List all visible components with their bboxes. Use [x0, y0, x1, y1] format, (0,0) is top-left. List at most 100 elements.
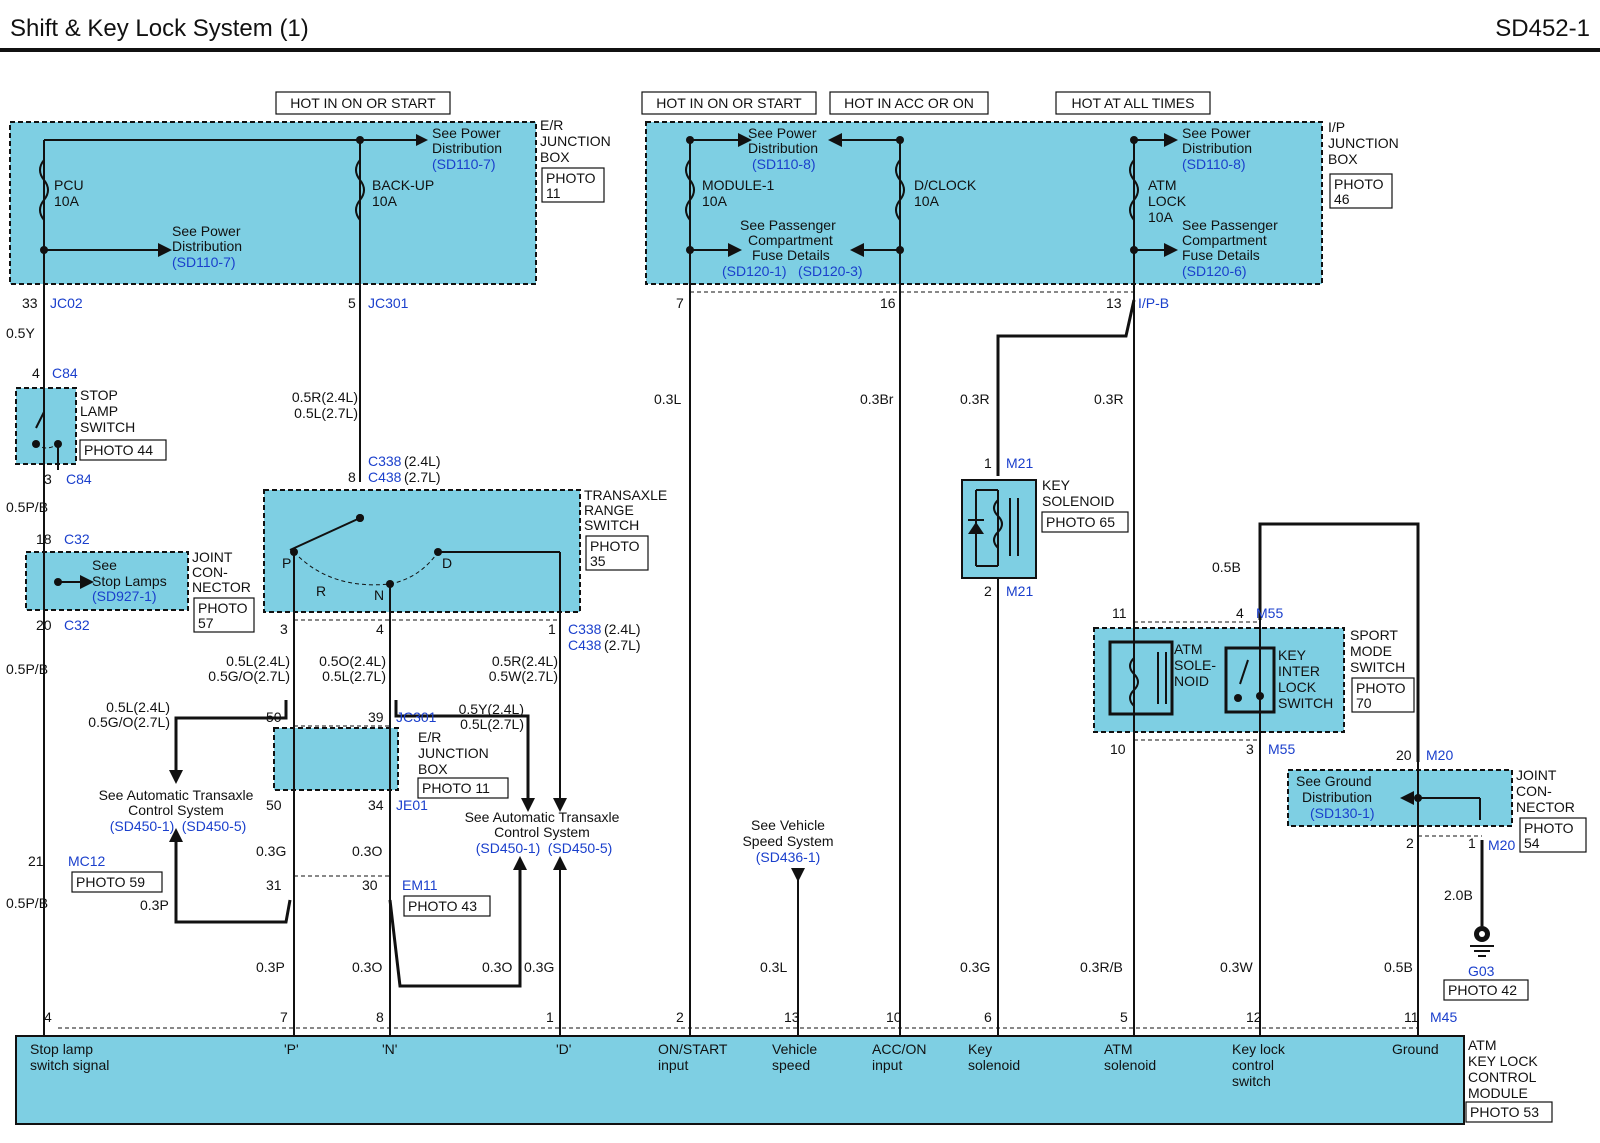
svg-text:0.5G/O(2.7L): 0.5G/O(2.7L) — [208, 668, 290, 684]
atm-lock-fuse-label: ATM — [1148, 177, 1177, 193]
connector-mc12: MC12 — [68, 853, 106, 869]
diagram-title: Shift & Key Lock System (1) — [10, 15, 309, 42]
er-box-photo: PHOTO — [546, 170, 596, 186]
svg-text:NOID: NOID — [1174, 673, 1209, 689]
er-junction-box — [9, 121, 537, 285]
svg-text:SWITCH: SWITCH — [80, 419, 135, 435]
svg-text:Compartment: Compartment — [1182, 232, 1267, 248]
svg-text:0.3P: 0.3P — [256, 959, 285, 975]
er-box-name: E/R — [540, 117, 563, 133]
svg-text:10A: 10A — [1148, 209, 1174, 225]
module-label-1-0: 'P' — [284, 1041, 299, 1057]
svg-text:Control System: Control System — [494, 824, 590, 840]
see-power-distribution-1: See Power — [432, 125, 501, 141]
backup-fuse-label: BACK-UP — [372, 177, 434, 193]
ip-box-photo: PHOTO — [1334, 176, 1384, 192]
diagram-code: SD452-1 — [1495, 15, 1590, 42]
svg-text:BOX: BOX — [418, 761, 448, 777]
svg-text:30: 30 — [362, 877, 378, 893]
svg-text:JUNCTION: JUNCTION — [418, 745, 489, 761]
see-automatic-transaxle-1: See Automatic Transaxle — [99, 787, 254, 803]
svg-text:M55: M55 — [1268, 741, 1295, 757]
svg-text:3: 3 — [280, 621, 288, 637]
joint-connector-right-label: JOINT — [1516, 767, 1557, 783]
svg-text:0.5O(2.4L): 0.5O(2.4L) — [319, 653, 386, 669]
trs-d: D — [442, 555, 452, 571]
connector-ip-b: I/P-B — [1138, 295, 1169, 311]
svg-text:50: 50 — [266, 709, 282, 725]
svg-text:35: 35 — [590, 553, 606, 569]
svg-text:0.3W: 0.3W — [1220, 959, 1253, 975]
svg-text:0.3R/B: 0.3R/B — [1080, 959, 1123, 975]
svg-text:(2.7L): (2.7L) — [604, 637, 641, 653]
module-pin-13: 13 — [784, 1009, 800, 1025]
svg-text:(SD120-1): (SD120-1) — [722, 263, 787, 279]
module-pin-7: 7 — [280, 1009, 288, 1025]
module-label-9-1: control — [1232, 1057, 1274, 1073]
svg-text:50: 50 — [266, 797, 282, 813]
svg-text:4: 4 — [1236, 605, 1244, 621]
svg-text:0.3G: 0.3G — [960, 959, 990, 975]
er-junction-box-2 — [273, 727, 399, 791]
svg-text:4: 4 — [376, 621, 384, 637]
svg-text:3: 3 — [1246, 741, 1254, 757]
connector-jc301: JC301 — [368, 295, 409, 311]
svg-text:CONTROL: CONTROL — [1468, 1069, 1537, 1085]
key-interlock-switch — [1224, 646, 1276, 714]
module-label-7-0: Key — [968, 1041, 992, 1057]
connector-m45: M45 — [1430, 1009, 1457, 1025]
svg-text:JE01: JE01 — [396, 797, 428, 813]
svg-text:(SD120-6): (SD120-6) — [1182, 263, 1247, 279]
svg-text:M21: M21 — [1006, 455, 1033, 471]
module-label-4-1: input — [658, 1057, 688, 1073]
module-label-5-0: Vehicle — [772, 1041, 817, 1057]
svg-text:0.3R: 0.3R — [1094, 391, 1124, 407]
svg-text:PHOTO 11: PHOTO 11 — [422, 780, 490, 796]
svg-text:0.3L: 0.3L — [760, 959, 787, 975]
stop-lamp-switch-label: STOP — [80, 387, 118, 403]
svg-text:4: 4 — [32, 365, 40, 381]
wires — [32, 133, 1494, 1036]
stop-lamp-photo: PHOTO 44 — [84, 442, 153, 458]
see-stop-lamps: See — [92, 557, 117, 573]
svg-text:0.5Y(2.4L): 0.5Y(2.4L) — [459, 701, 524, 717]
svg-text:2: 2 — [984, 583, 992, 599]
module-label-5-1: speed — [772, 1057, 810, 1073]
module-label-2-0: 'N' — [382, 1041, 397, 1057]
svg-text:(SD450-5): (SD450-5) — [548, 840, 613, 856]
svg-text:EM11: EM11 — [402, 877, 438, 893]
module-label-3-0: 'D' — [556, 1041, 571, 1057]
module-pin-11: 11 — [1404, 1009, 1419, 1025]
svg-text:46: 46 — [1334, 191, 1350, 207]
svg-text:(SD110-8): (SD110-8) — [1182, 156, 1246, 172]
svg-text:(SD436-1): (SD436-1) — [756, 849, 821, 865]
svg-text:0.5L(2.4L): 0.5L(2.4L) — [106, 699, 170, 715]
joint-connector-left-label: JOINT — [192, 549, 233, 565]
svg-text:20: 20 — [1396, 747, 1412, 763]
svg-text:SOLENOID: SOLENOID — [1042, 493, 1114, 509]
svg-text:PHOTO: PHOTO — [590, 538, 640, 554]
atm-key-lock-control-module — [15, 1035, 1465, 1125]
module-label-7-1: solenoid — [968, 1057, 1020, 1073]
svg-text:0.3O: 0.3O — [352, 959, 382, 975]
svg-text:(SD450-1): (SD450-1) — [476, 840, 541, 856]
svg-text:(2.7L): (2.7L) — [404, 469, 441, 485]
svg-text:Distribution: Distribution — [1302, 789, 1372, 805]
svg-text:0.5L(2.4L): 0.5L(2.4L) — [226, 653, 290, 669]
svg-text:0.5L(2.7L): 0.5L(2.7L) — [460, 716, 524, 732]
key-solenoid-photo: PHOTO 65 — [1046, 514, 1115, 530]
svg-text:Speed System: Speed System — [742, 833, 833, 849]
module1-fuse-label: MODULE-1 — [702, 177, 775, 193]
svg-text:10A: 10A — [372, 193, 398, 209]
svg-text:SWITCH: SWITCH — [1350, 659, 1405, 675]
hot-on-start-label-1: HOT IN ON OR START — [290, 95, 436, 111]
fuses — [39, 159, 1139, 707]
svg-text:LAMP: LAMP — [80, 403, 118, 419]
svg-text:BOX: BOX — [1328, 151, 1358, 167]
module-label-6-0: ACC/ON — [872, 1041, 926, 1057]
svg-text:Compartment: Compartment — [748, 232, 833, 248]
svg-text:18: 18 — [36, 531, 52, 547]
module-pin-5: 5 — [1120, 1009, 1128, 1025]
